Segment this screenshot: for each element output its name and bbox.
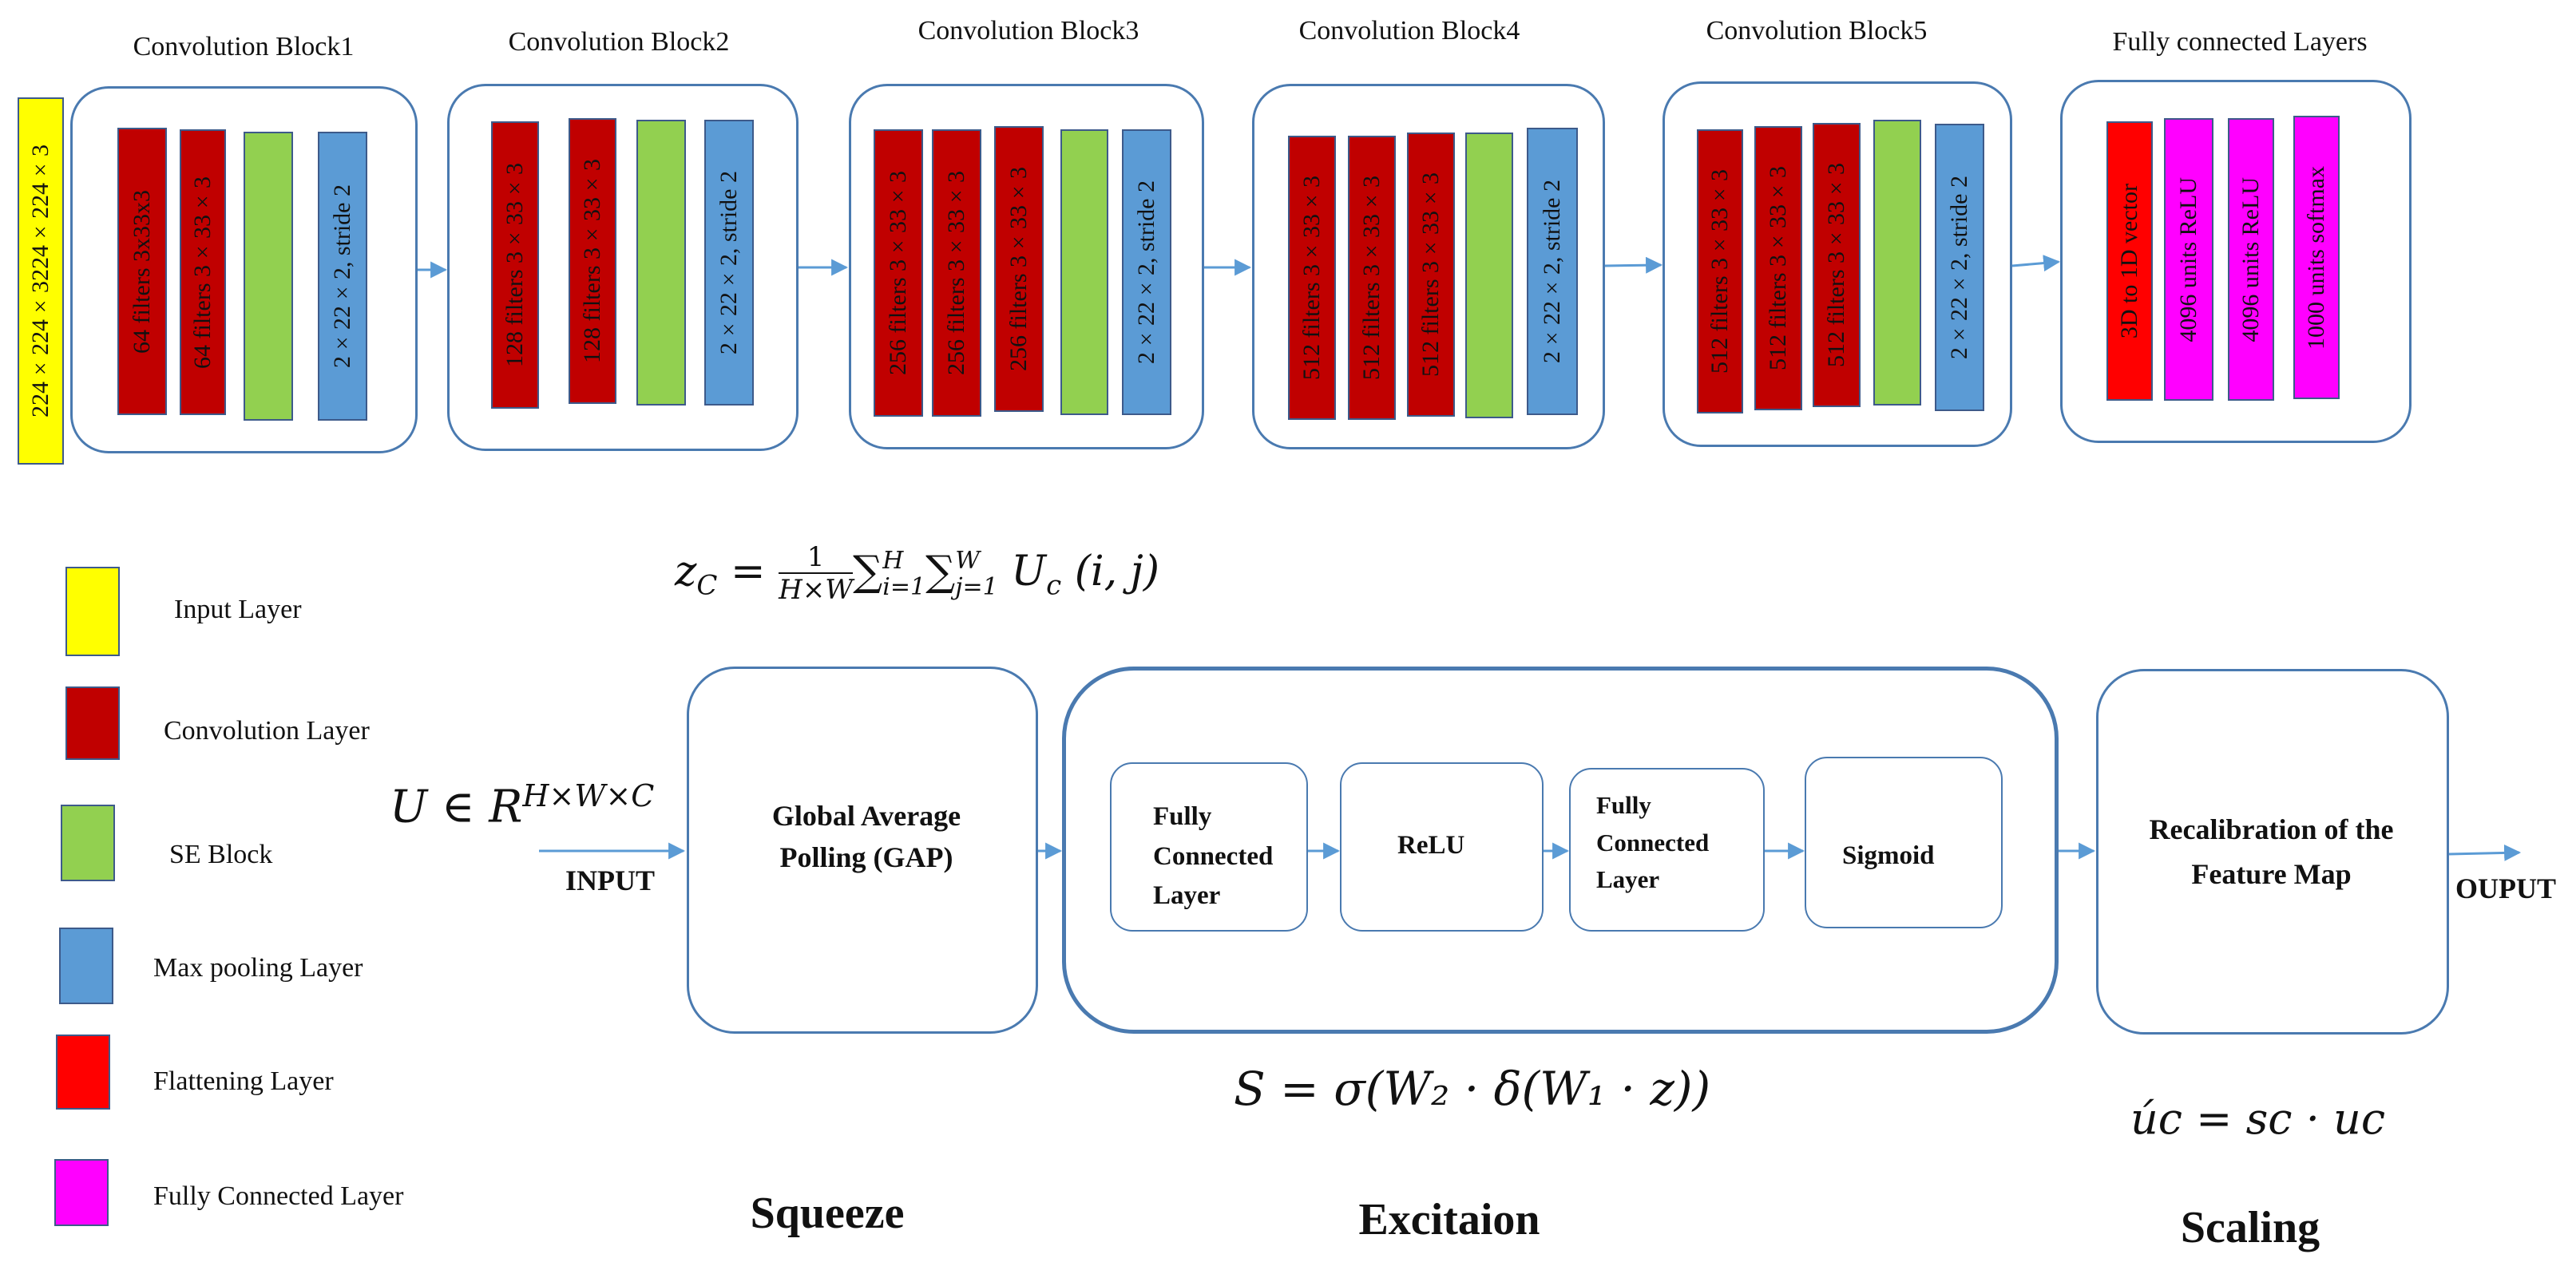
- arrow-block5-fc: [2011, 255, 2061, 272]
- max-pooling-layer: 2×22×2, stride 2: [704, 120, 754, 406]
- block4-title: Convolution Block4: [1298, 16, 1520, 45]
- gap-label: Global Average Polling (GAP): [771, 800, 961, 874]
- input-layer-bar: 224×224×3224×224×3: [18, 97, 64, 465]
- legend-swatch-se: [61, 805, 115, 881]
- legend-label-se: SE Block: [169, 840, 273, 869]
- conv-layer: 512 filters 3×33×3: [1407, 133, 1455, 417]
- conv-layer: 64 filters 3×33×3: [180, 129, 226, 415]
- fully-connected-layer: 4096 units ReLU: [2228, 118, 2274, 401]
- block5-title: Convolution Block5: [1706, 16, 1928, 45]
- max-pooling-layer: 2×22×2, stride 2: [1122, 129, 1171, 415]
- fully-connected-layer: 1000 units softmax: [2293, 116, 2340, 399]
- excitation-relu: ReLU: [1340, 762, 1544, 932]
- conv-layer: 128 filters 3×33×3: [569, 118, 616, 404]
- block3-title: Convolution Block3: [917, 16, 1139, 45]
- output-label: OUPUT: [2455, 872, 2556, 904]
- recalibration-label: Recalibration of the Feature Map: [2149, 813, 2394, 890]
- conv-layer: 256 filters 3×33×3: [994, 126, 1044, 412]
- legend-label-input: Input Layer: [174, 595, 302, 624]
- flattening-layer: 3D to 1D vector: [2106, 121, 2153, 401]
- arrow-block4-block5: [1604, 256, 1663, 274]
- arrow-scaling-output: [2448, 844, 2522, 861]
- squeeze-caption: Squeeze: [750, 1189, 905, 1238]
- max-pooling-layer: 2×22×2, stride 2: [1935, 124, 1984, 411]
- conv-layer: 512 filters 3×33×3: [1754, 126, 1802, 410]
- block1-title: Convolution Block1: [133, 32, 355, 61]
- se-block-layer: [1465, 133, 1513, 418]
- excitation-formula: S = σ(W₂ · δ(W₁ · z)): [1234, 1062, 1711, 1116]
- legend-swatch-pool: [59, 928, 113, 1004]
- excitation-caption: Excitaion: [1358, 1195, 1540, 1244]
- se-block-layer: [636, 120, 686, 406]
- legend-swatch-conv: [65, 686, 120, 760]
- conv-layer: 64 filters 3x33x3: [117, 128, 167, 415]
- scaling-caption: Scaling: [2180, 1203, 2320, 1252]
- fc-block-title: Fully connected Layers: [2112, 27, 2368, 57]
- legend-label-flattening: Flattening Layer: [153, 1066, 334, 1096]
- input-label: INPUT: [565, 864, 656, 896]
- se-block-layer: [1873, 120, 1921, 406]
- conv-layer: 256 filters 3×33×3: [874, 129, 923, 417]
- max-pooling-layer: 2×22×2, stride 2: [318, 132, 367, 421]
- excitation-sigmoid: Sigmoid: [1805, 757, 2003, 928]
- se-block-layer: [244, 132, 293, 421]
- legend-label-conv: Convolution Layer: [164, 716, 370, 746]
- conv-layer: 512 filters 3×33×3: [1813, 123, 1861, 407]
- conv-layer: 512 filters 3×33×3: [1288, 136, 1336, 420]
- legend-label-fc: Fully Connected Layer: [153, 1181, 404, 1211]
- legend-swatch-flattening: [56, 1035, 110, 1110]
- input-formula: U ∈ RH×W×C: [390, 778, 655, 833]
- legend-swatch-input: [65, 567, 120, 656]
- fully-connected-layer: 4096 units ReLU: [2164, 118, 2213, 401]
- excitation-fc2: Fully Connected Layer: [1569, 768, 1765, 932]
- excitation-fc1: Fully Connected Layer: [1110, 762, 1308, 932]
- scaling-formula: úc = sc · uc: [2130, 1094, 2386, 1144]
- conv-layer: 512 filters 3×33×3: [1697, 129, 1743, 413]
- conv-layer: 512 filters 3×33×3: [1348, 136, 1396, 420]
- squeeze-gap-box: [687, 667, 1038, 1034]
- conv-layer: 256 filters 3×33×3: [932, 129, 981, 417]
- legend-swatch-fc: [54, 1159, 109, 1226]
- scaling-box: [2096, 669, 2449, 1035]
- max-pooling-layer: 2×22×2, stride 2: [1527, 128, 1578, 415]
- conv-layer: 128 filters 3×33×3: [491, 121, 539, 409]
- block2-title: Convolution Block2: [508, 27, 730, 57]
- legend-label-pool: Max pooling Layer: [153, 953, 363, 983]
- se-block-layer: [1060, 129, 1108, 415]
